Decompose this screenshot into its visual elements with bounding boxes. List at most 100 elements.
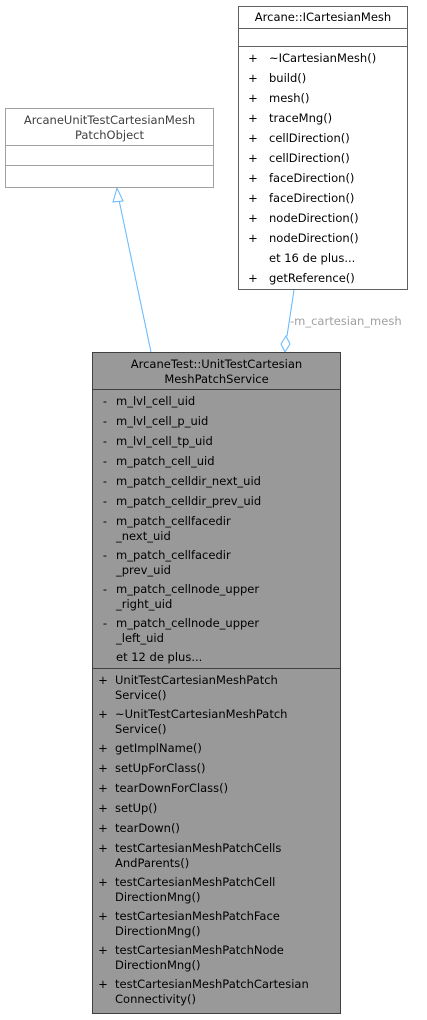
main-class-title: ArcaneTest::UnitTestCartesian MeshPatchS… [93,353,340,390]
method-row: +cellDirection() [239,128,407,148]
visibility-marker: + [98,909,108,923]
visibility-marker: - [102,434,108,448]
main-class-title-line: ArcaneTest::UnitTestCartesian [130,357,303,371]
method-name: setUpForClass() [115,761,206,775]
method-name-line: Service() [115,688,167,702]
method-name-line: DirectionMng() [115,890,201,904]
method-row: +nodeDirection() [239,208,407,228]
parent-class-box[interactable]: ArcaneUnitTestCartesianMesh PatchObject [5,108,214,188]
attribute-name-line: _left_uid [116,631,164,645]
parent-attributes-section [6,146,213,166]
method-name: getReference() [269,271,355,285]
visibility-marker: - [102,616,108,630]
attribute-name: m_patch_cellnode_upper_right_uid [116,582,336,612]
association-label: -m_cartesian_mesh [290,314,402,328]
method-name: tearDown() [115,821,180,835]
visibility-marker: - [102,414,108,428]
attribute-name-line: m_patch_cellnode_upper [116,582,260,596]
method-name-line: Service() [115,722,167,736]
attribute-name: m_patch_celldir_prev_uid [116,494,262,508]
attribute-name: m_patch_celldir_next_uid [116,474,261,488]
attribute-name: m_patch_cellfacedir_next_uid [116,514,336,544]
visibility-marker: + [98,707,108,721]
interface-attributes-section [239,29,407,47]
interface-class-box[interactable]: Arcane::ICartesianMesh +~ICartesianMesh(… [238,6,408,290]
method-name: setUp() [115,801,158,815]
visibility-marker: + [98,781,108,795]
visibility-marker: + [248,51,258,65]
interface-class-title: Arcane::ICartesianMesh [239,7,407,29]
attribute-row: -m_lvl_cell_uid [93,391,340,411]
method-row: + tearDownForClass() [93,778,340,798]
method-name-line: testCartesianMeshPatchCartesian [115,977,309,991]
parent-class-title: ArcaneUnitTestCartesianMesh PatchObject [6,109,213,146]
visibility-marker: + [98,673,108,687]
attribute-name: m_patch_cell_uid [116,454,215,468]
method-name: mesh() [269,91,310,105]
visibility-marker: - [102,474,108,488]
attribute-name: m_lvl_cell_uid [116,394,196,408]
aggregation-diamond [280,334,291,354]
visibility-marker: - [102,548,108,562]
method-name-line: Connectivity() [115,992,197,1006]
method-name-line: DirectionMng() [115,958,201,972]
attribute-row: -m_patch_cellfacedir_prev_uid [93,545,340,579]
method-name-line: testCartesianMeshPatchCell [115,875,276,889]
method-name-line: testCartesianMeshPatchNode [115,943,284,957]
parent-class-title-line: ArcaneUnitTestCartesianMesh [23,113,196,127]
attribute-name-line: m_patch_cellfacedir [116,548,231,562]
visibility-marker: + [248,171,258,185]
method-name: build() [269,71,307,85]
visibility-marker: + [248,211,258,225]
method-row: +nodeDirection() [239,228,407,248]
more-methods-row: et 16 de plus... [239,248,407,268]
visibility-marker: + [248,91,258,105]
method-name: tearDownForClass() [115,781,229,795]
attribute-row: -m_patch_cellnode_upper_left_uid [93,613,340,647]
inheritance-edge [118,199,152,353]
visibility-marker: - [102,582,108,596]
visibility-marker: + [248,71,258,85]
attribute-name: m_lvl_cell_p_uid [116,414,209,428]
method-name: faceDirection() [269,171,355,185]
attribute-row: -m_patch_celldir_next_uid [93,471,340,491]
method-row: +getImplName() [93,738,340,758]
method-row: + faceDirection() [239,168,407,188]
visibility-marker: + [98,943,108,957]
visibility-marker: + [248,191,258,205]
attribute-name-line: m_patch_cellnode_upper [116,616,260,630]
attribute-name-line: _right_uid [116,597,173,611]
attribute-row: -m_patch_cell_uid [93,451,340,471]
visibility-marker: - [102,454,108,468]
method-row: +traceMng() [239,108,407,128]
method-row: + tearDown() [93,818,340,838]
attribute-name-line: _next_uid [116,529,171,543]
method-name: faceDirection() [269,191,355,205]
visibility-marker: + [98,761,108,775]
visibility-marker: - [102,394,108,408]
visibility-marker: + [98,977,108,991]
attribute-row: -m_lvl_cell_p_uid [93,411,340,431]
method-name-line: testCartesianMeshPatchFace [115,909,280,923]
method-name: cellDirection() [269,151,350,165]
attribute-name-line: m_patch_cellfacedir [116,514,231,528]
main-class-box[interactable]: ArcaneTest::UnitTestCartesian MeshPatchS… [92,352,341,1014]
association-edge [286,289,295,337]
attribute-name-line: _prev_uid [116,563,171,577]
visibility-marker: + [98,821,108,835]
method-row: + faceDirection() [239,188,407,208]
method-name-line: ~UnitTestCartesianMeshPatch [115,707,288,721]
attribute-name: m_patch_cellnode_upper_left_uid [116,616,336,646]
interface-methods-section: +~ICartesianMesh() +build() +mesh() +tra… [239,47,407,288]
